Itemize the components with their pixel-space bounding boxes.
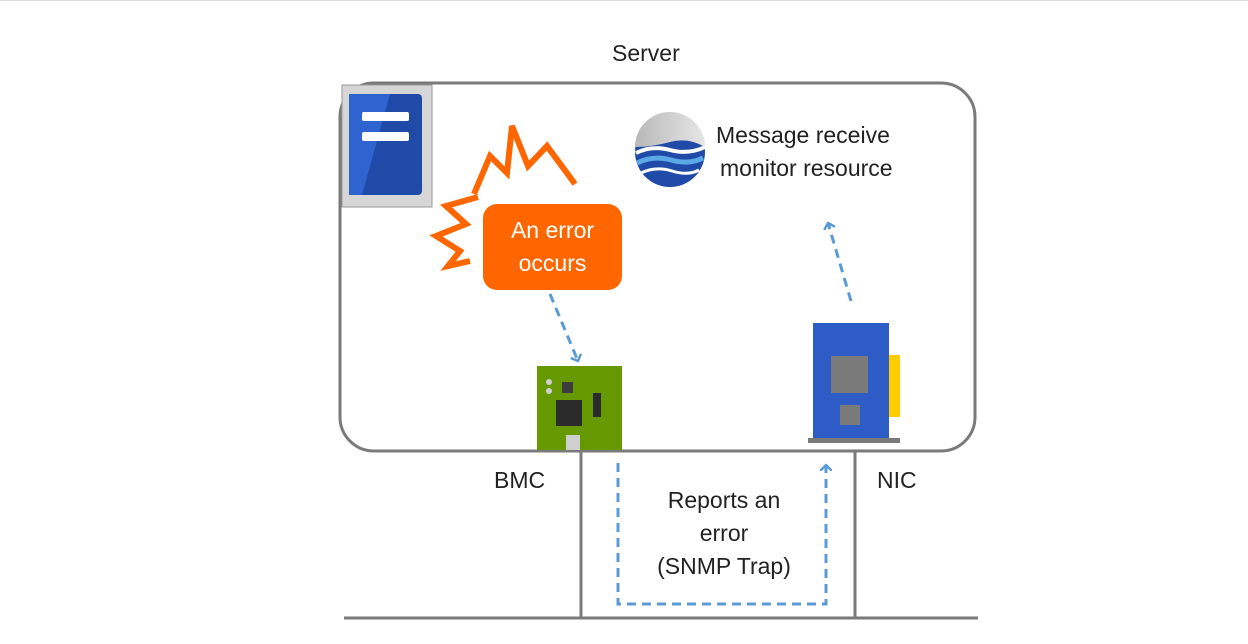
server-label: Server: [612, 40, 680, 66]
message-monitor-icon: [635, 112, 706, 187]
nic-card-icon: [808, 323, 900, 443]
report-label: Reports an error (SNMP Trap): [628, 484, 820, 583]
server-icon: [341, 84, 433, 208]
report-line-3: (SNMP Trap): [657, 553, 791, 579]
error-box-text: An error occurs: [483, 214, 622, 280]
arrow-snmp-trap: [616, 463, 826, 606]
error-box: [483, 204, 622, 290]
report-line-1: Reports an: [667, 487, 781, 513]
error-line-2: occurs: [518, 250, 587, 276]
monitor-label: Message receive monitor resource: [716, 119, 893, 185]
monitor-line-2: monitor resource: [720, 155, 893, 181]
arrow-error-to-bmc: [548, 293, 578, 361]
explosion-icon: [429, 124, 578, 271]
arrow-nic-to-monitor: [828, 223, 853, 302]
bmc-label: BMC: [494, 467, 546, 493]
nic-label: NIC: [877, 467, 917, 493]
bmc-board-icon: [537, 366, 622, 450]
error-line-1: An error: [510, 217, 595, 243]
monitor-line-1: Message receive: [716, 122, 890, 148]
report-line-2: error: [699, 520, 749, 546]
